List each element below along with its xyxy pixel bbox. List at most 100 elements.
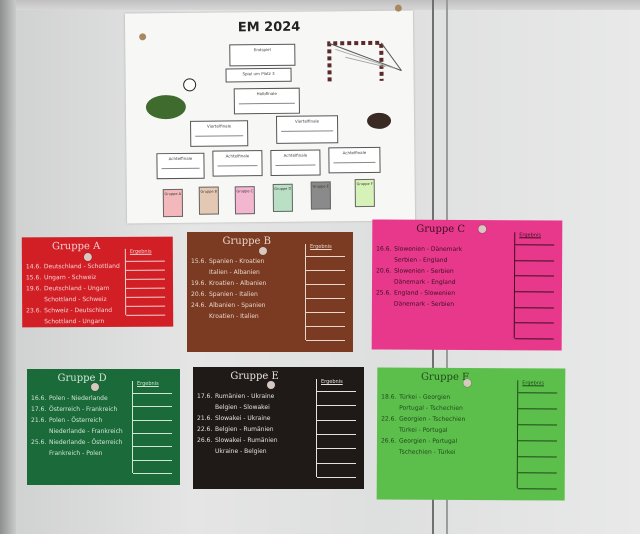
result-line	[126, 305, 166, 307]
match-row: Serbien - England	[376, 255, 462, 266]
result-line	[133, 459, 172, 461]
result-line	[125, 269, 165, 271]
match-teams: Slowakei - Ukraine	[215, 415, 271, 422]
match-teams: Albanien - Spanien	[209, 302, 266, 309]
result-label: Ergebnis	[519, 232, 541, 239]
result-line	[306, 256, 345, 257]
bracket-third: Spiel um Platz 3	[225, 67, 292, 83]
pin	[267, 381, 275, 389]
match-teams: Dänemark - Serbien	[393, 300, 455, 308]
match-date	[376, 277, 394, 288]
match-date: 22.6.	[197, 426, 213, 433]
match-row: 25.6.England - Slowenien	[376, 288, 462, 299]
match-teams: Rumänien - Ukraine	[215, 393, 275, 400]
mini-group-card: Gruppe A	[162, 188, 184, 218]
pin	[91, 383, 99, 391]
group-title: Gruppe F	[420, 371, 470, 383]
result-line	[514, 306, 554, 309]
bracket-semi: Halbfinale	[233, 87, 300, 115]
match-row: 22.6.Belgien - Rumänien	[197, 424, 278, 435]
match-teams: Belgien - Slowakei	[215, 404, 270, 411]
bracket-r16: Achtelfinale	[328, 146, 381, 174]
match-row: 20.6.Slowenien - Serbien	[376, 266, 462, 277]
bracket-r16: Achtelfinale	[270, 149, 321, 176]
result-line	[518, 392, 558, 394]
result-line	[126, 296, 166, 298]
match-date: 25.6.	[31, 439, 47, 446]
result-line	[317, 477, 356, 478]
match-row: Frankreich - Polen	[31, 448, 123, 459]
match-row: 21.6.Polen - Österreich	[31, 415, 123, 426]
match-date: 16.6.	[376, 245, 392, 253]
match-row: Portugal - Tschechien	[381, 403, 465, 414]
result-line	[515, 244, 555, 246]
match-row: 14.6.Deutschland - Schottland	[26, 261, 120, 272]
result-label: Ergebnis	[129, 248, 152, 255]
match-date	[26, 294, 44, 305]
match-teams: Spanien - Kroatien	[209, 258, 265, 265]
match-teams: Spanien - Italien	[209, 291, 258, 298]
match-date	[381, 403, 399, 414]
result-label: Ergebnis	[310, 244, 332, 250]
result-line	[514, 291, 554, 293]
match-row: 21.6.Slowakei - Ukraine	[197, 413, 278, 424]
result-line	[518, 424, 558, 426]
result-line	[517, 472, 557, 474]
match-teams: Dänemark - England	[393, 278, 456, 286]
result-line	[306, 284, 345, 285]
match-row: 17.6.Österreich - Frankreich	[31, 404, 123, 415]
result-line	[514, 322, 554, 324]
match-teams: Deutschland - Schottland	[43, 262, 120, 271]
result-line	[133, 433, 172, 434]
match-row: 26.6.Georgien - Portugal	[381, 436, 465, 447]
match-date	[31, 448, 49, 459]
match-teams: Belgien - Rumänien	[215, 426, 274, 433]
match-date: 22.6.	[381, 415, 397, 423]
match-row: Dänemark - England	[376, 277, 462, 288]
match-row: 19.6.Kroatien - Albanien	[191, 278, 266, 289]
tournament-poster: EM 2024 Endspiel Spiel um Platz 3 Halbfi…	[124, 4, 416, 224]
whiteboard-edge	[0, 0, 16, 534]
result-line	[133, 393, 172, 394]
match-date	[26, 316, 44, 327]
match-date: 19.6.	[26, 285, 42, 293]
result-line	[317, 391, 356, 392]
mini-group-card: Gruppe F	[354, 178, 375, 208]
bracket-quarter: Viertelfinale	[275, 115, 339, 144]
group-title: Gruppe A	[51, 240, 101, 253]
match-row: Schottland - Ungarn	[26, 316, 120, 327]
match-teams: Slowenien - Serbien	[394, 267, 454, 275]
result-line	[306, 326, 345, 327]
match-row: 23.6.Schweiz - Deutschland	[26, 305, 120, 316]
result-line	[125, 278, 165, 280]
result-column: Ergebnis	[132, 381, 172, 474]
match-row: Schottland - Schweiz	[26, 294, 120, 305]
match-row: 24.6.Albanien - Spanien	[191, 300, 266, 311]
result-label: Ergebnis	[321, 379, 343, 385]
result-line	[517, 440, 557, 442]
result-column: Ergebnis	[513, 232, 555, 340]
match-date	[191, 311, 209, 322]
result-line	[317, 448, 356, 450]
match-date	[381, 425, 399, 436]
match-row: Kroatien - Italien	[191, 311, 266, 322]
pin	[259, 247, 267, 255]
bracket-quarter: Viertelfinale	[190, 120, 249, 147]
match-row: 16.6.Polen - Niederlande	[31, 393, 123, 404]
pin	[478, 225, 487, 234]
result-column: Ergebnis	[124, 248, 166, 316]
match-teams: Deutschland - Ungarn	[44, 284, 110, 293]
pin	[83, 253, 92, 262]
mascot-illustration	[367, 112, 392, 129]
match-teams: Ungarn - Schweiz	[43, 274, 97, 282]
bracket-r16: Achtelfinale	[212, 150, 263, 177]
match-row: 18.6.Türkei - Georgien	[381, 392, 465, 403]
poster-title: EM 2024	[237, 19, 301, 36]
result-line	[317, 462, 356, 464]
match-teams: Niederlande - Frankreich	[49, 428, 123, 435]
